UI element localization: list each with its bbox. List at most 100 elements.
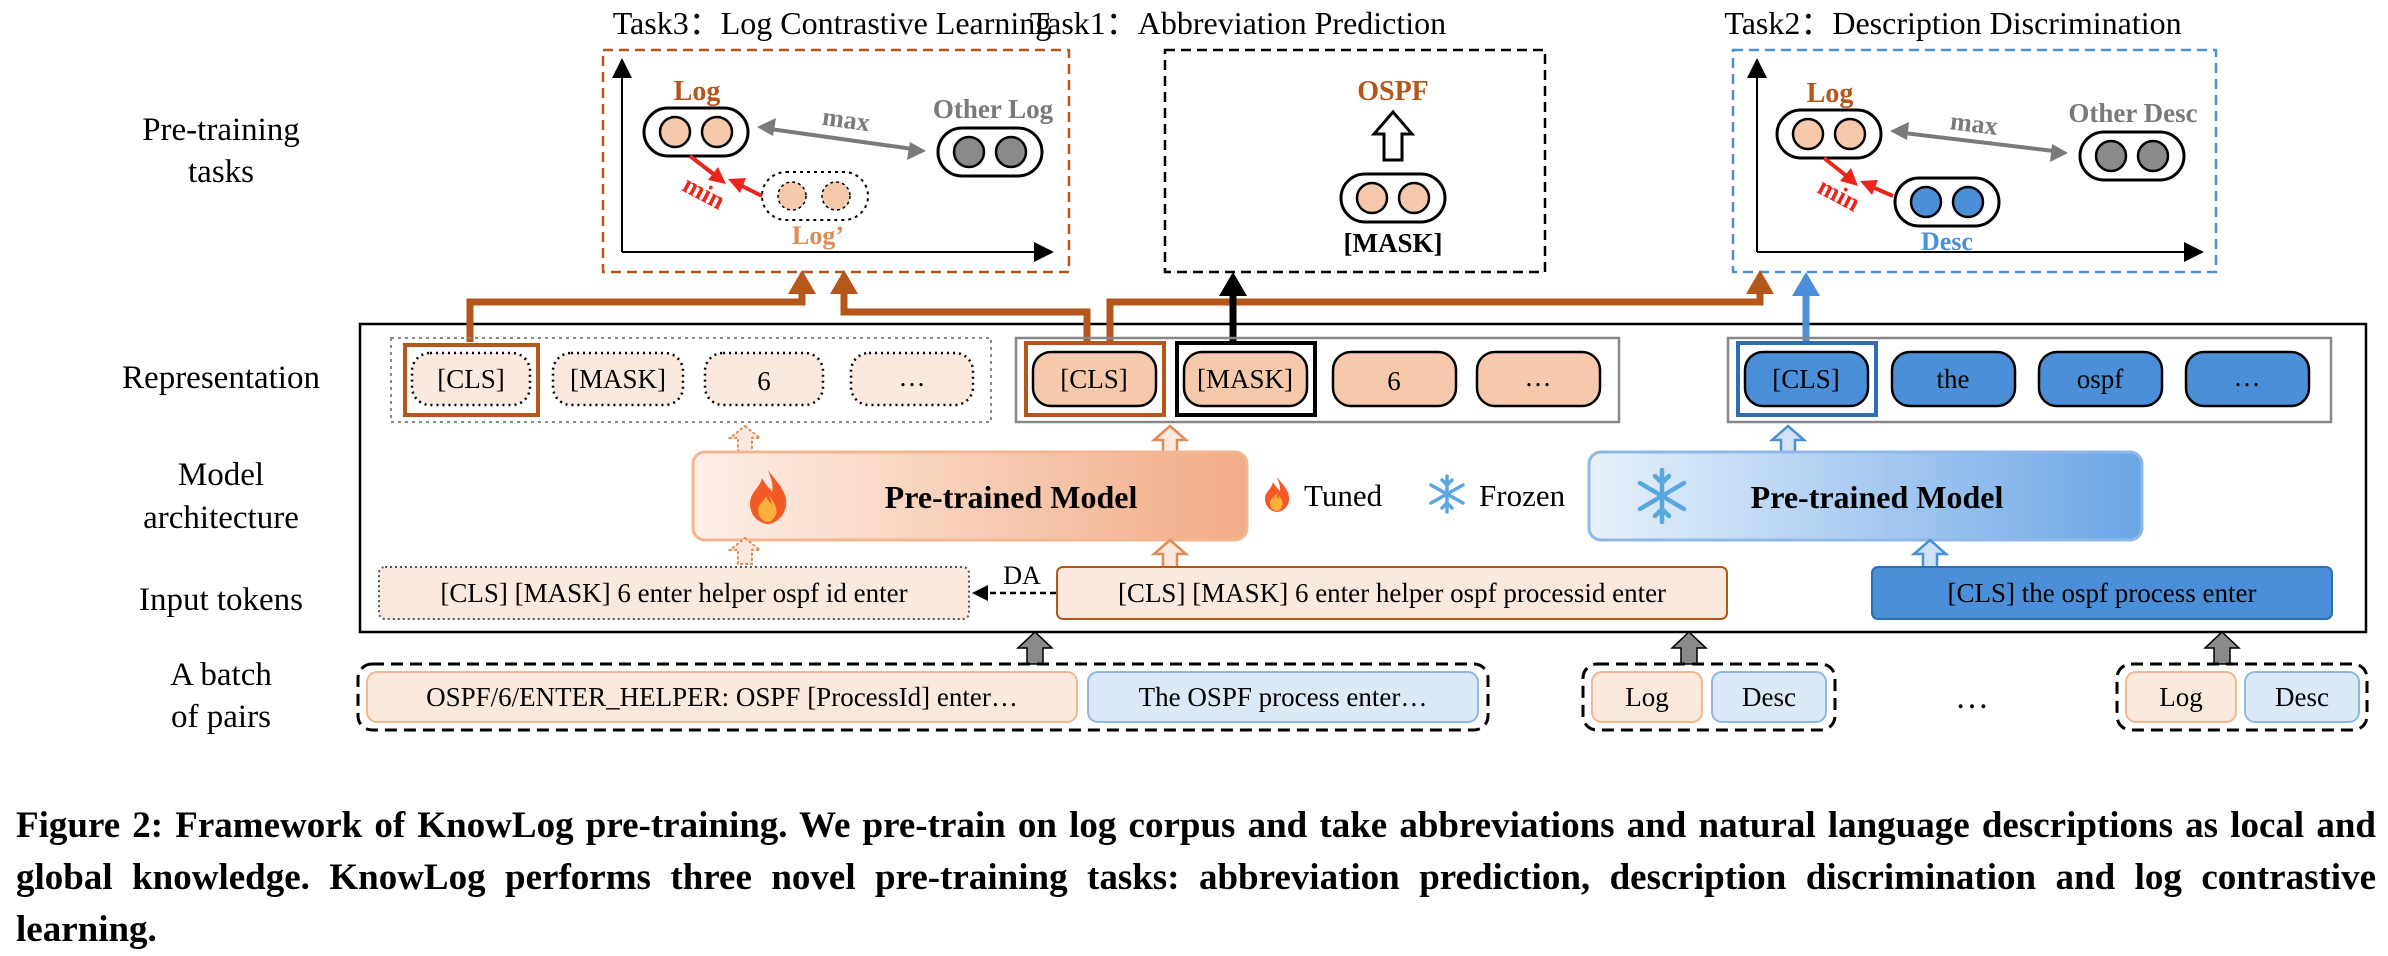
svg-text:[CLS] the ospf process enter: [CLS] the ospf process enter xyxy=(1948,578,2257,608)
label-pretraining-line1: Pre-training xyxy=(142,112,300,148)
rep-left-token-ellipsis: … xyxy=(849,351,975,407)
pair3-desc-cell: Desc xyxy=(2244,671,2360,723)
task3-max-label: max xyxy=(821,102,872,137)
batch-to-input-arrows xyxy=(1016,630,2241,665)
rep-left-token-mask: [MASK] xyxy=(551,351,685,407)
pair1-log-cell: OSPF/6/ENTER_HELPER: OSPF [ProcessId] en… xyxy=(366,671,1078,723)
svg-text:…: … xyxy=(899,362,926,392)
task1-box xyxy=(1163,48,1547,274)
task3-other-log-label: Other Log xyxy=(933,94,1054,124)
svg-text:Log: Log xyxy=(2159,682,2203,712)
batch-pair-2: Log Desc xyxy=(1581,662,1837,732)
task2-max-arrow xyxy=(1890,122,2068,162)
pair3-log-cell: Log xyxy=(2125,671,2237,723)
task3-box xyxy=(601,48,1071,274)
batch-ellipsis: … xyxy=(1955,679,1989,716)
label-batch-line2: of pairs xyxy=(171,699,271,735)
representation-mid: [CLS] [MASK] 6 … xyxy=(1014,336,1621,424)
task2-desc-pill xyxy=(1893,176,2001,228)
task3-log-prime-label: Log’ xyxy=(792,221,844,250)
label-pretraining-line2: tasks xyxy=(188,154,254,190)
svg-text:Desc: Desc xyxy=(2275,682,2329,712)
task3-other-log-pill xyxy=(936,126,1044,178)
svg-text:The OSPF process enter…: The OSPF process enter… xyxy=(1139,682,1428,712)
task1-title: Task1：Abbreviation Prediction xyxy=(1030,5,1446,41)
task2-log-label: Log xyxy=(1807,78,1854,109)
snowflake-icon xyxy=(1429,474,1465,514)
task2-min-label: min xyxy=(1813,172,1865,218)
batch-pair-1: OSPF/6/ENTER_HELPER: OSPF [ProcessId] en… xyxy=(356,662,1490,732)
input-desc: [CLS] the ospf process enter xyxy=(1871,566,2333,620)
rep-right-cls-highlight xyxy=(1736,341,1878,417)
rep-left-token-6: 6 xyxy=(703,351,825,407)
label-model-line2: architecture xyxy=(143,500,299,536)
svg-text:[CLS]: [CLS] xyxy=(437,364,505,394)
arrow-input-to-model-right xyxy=(1910,538,1950,570)
label-batch-line1: A batch xyxy=(170,657,272,693)
representation-left: [CLS] [MASK] 6 … xyxy=(390,337,992,423)
rep-right-token-cls: [CLS] xyxy=(1743,350,1870,408)
task2-desc-label: Desc xyxy=(1921,227,1973,256)
da-arrow: DA xyxy=(972,561,1056,601)
task-titles: Task3：Log Contrastive Learning Task1：Abb… xyxy=(613,5,2182,41)
svg-text:6: 6 xyxy=(1387,366,1401,396)
rep-left-cls-highlight xyxy=(403,343,540,417)
svg-text:the: the xyxy=(1937,364,1970,394)
input-log: [CLS] [MASK] 6 enter helper ospf process… xyxy=(1056,566,1728,620)
task3-max-arrow xyxy=(757,118,926,160)
svg-text:[MASK]: [MASK] xyxy=(570,364,666,394)
rep-mid-cls-highlight xyxy=(1024,341,1166,417)
svg-text:…: … xyxy=(1525,362,1552,392)
rep-right-token-ellipsis: … xyxy=(2184,350,2311,408)
arrow-model-to-rep-right xyxy=(1768,424,1808,456)
svg-text:[CLS]: [CLS] xyxy=(1060,364,1128,394)
tuned-model-label: Pre-trained Model xyxy=(885,479,1138,515)
pair1-desc-cell: The OSPF process enter… xyxy=(1087,671,1479,723)
task1-ospf-label: OSPF xyxy=(1357,76,1429,107)
task1-up-arrow xyxy=(1370,109,1416,162)
task2-box xyxy=(1731,48,2218,274)
representation-right: [CLS] the ospf … xyxy=(1726,336,2333,424)
legend-frozen: Frozen xyxy=(1479,478,1566,513)
task3-min-arrows xyxy=(688,154,763,198)
model-legend: Tuned Frozen xyxy=(1265,474,1566,514)
task2-min-arrows xyxy=(1822,156,1894,198)
task3-log-prime-pill xyxy=(761,171,869,221)
task2-title: Task2：Description Discrimination xyxy=(1724,5,2181,41)
svg-text:[CLS] [MASK] 6 enter helper os: [CLS] [MASK] 6 enter helper ospf process… xyxy=(1118,578,1666,608)
rep-mid-mask-highlight xyxy=(1175,341,1317,417)
task3-log-pill xyxy=(642,106,750,158)
label-input-tokens: Input tokens xyxy=(139,582,303,618)
snowflake-icon xyxy=(1637,467,1687,525)
task2-panel: Log Other Desc max Desc xyxy=(1731,48,2218,274)
figure-caption: Figure 2: Framework of KnowLog pre-train… xyxy=(16,805,2376,950)
rep-right-token-the: the xyxy=(1890,350,2017,408)
task1-mask-pill xyxy=(1339,172,1447,224)
rep-mid-token-6: 6 xyxy=(1331,350,1458,408)
arrow-model-to-rep-mid xyxy=(1150,424,1190,456)
task3-min-label: min xyxy=(678,170,730,216)
task2-other-desc-label: Other Desc xyxy=(2068,98,2197,128)
rep-mid-token-ellipsis: … xyxy=(1475,350,1602,408)
svg-text:6: 6 xyxy=(757,366,771,396)
task-connectors xyxy=(466,270,1820,342)
legend-tuned: Tuned xyxy=(1304,478,1383,513)
task1-panel: OSPF [MASK] xyxy=(1163,48,1547,274)
batch-pair-3: Log Desc xyxy=(2115,662,2369,732)
task2-log-pill xyxy=(1775,108,1883,160)
fire-icon xyxy=(750,470,787,524)
frozen-model-label: Pre-trained Model xyxy=(1751,479,2004,515)
svg-text:Desc: Desc xyxy=(1742,682,1796,712)
rep-mid-token-mask: [MASK] xyxy=(1182,350,1309,408)
input-augmented-log: [CLS] [MASK] 6 enter helper ospf id ente… xyxy=(378,566,970,620)
framework-frame xyxy=(358,322,2368,634)
arrow-model-to-rep-left xyxy=(727,424,763,453)
arrow-input-to-model-left xyxy=(727,536,763,565)
svg-text:ospf: ospf xyxy=(2077,364,2124,394)
fire-icon xyxy=(1265,477,1290,512)
rep-mid-token-cls: [CLS] xyxy=(1031,350,1158,408)
task1-mask-label: [MASK] xyxy=(1344,228,1443,258)
rep-left-token-cls: [CLS] xyxy=(410,351,532,407)
svg-text:OSPF/6/ENTER_HELPER: OSPF [Pro: OSPF/6/ENTER_HELPER: OSPF [ProcessId] en… xyxy=(426,682,1018,712)
